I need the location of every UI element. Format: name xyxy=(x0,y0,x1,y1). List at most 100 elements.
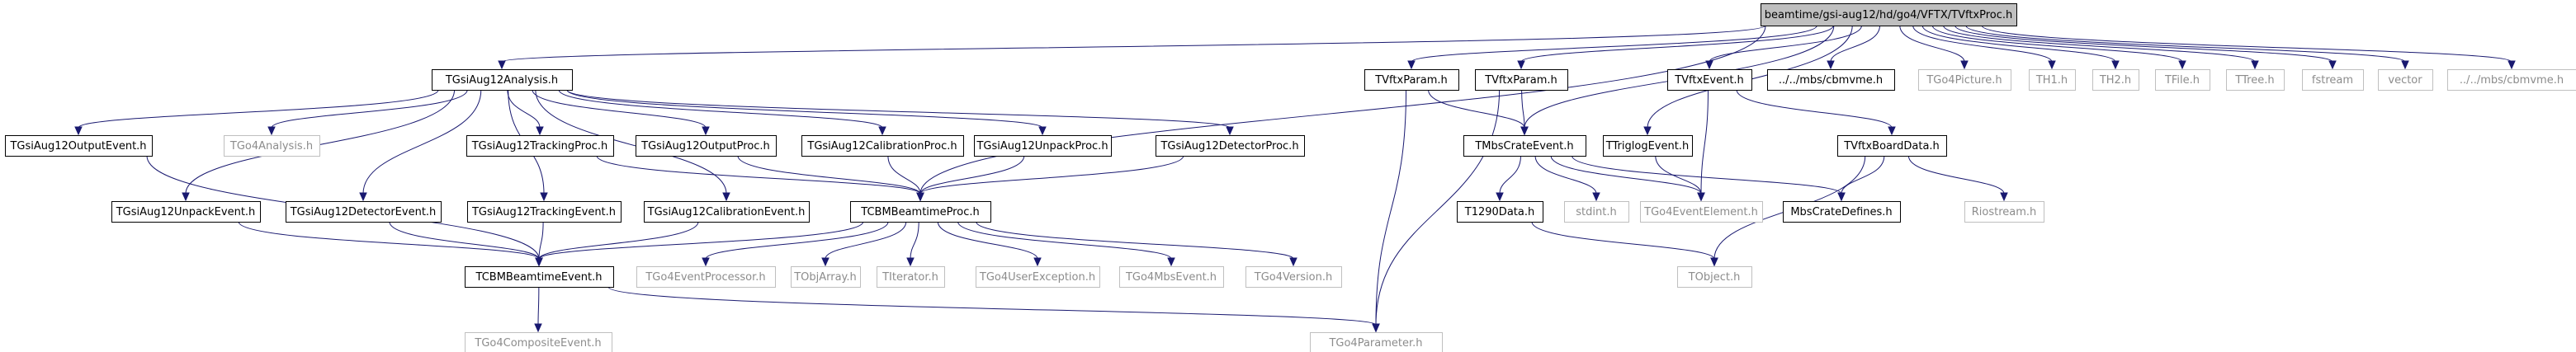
edge-arrowhead xyxy=(2111,60,2120,70)
edge-mbscrate-to-stdint xyxy=(1534,155,1600,202)
edge-root-to-fstream xyxy=(1954,25,2337,70)
edge-root-to-picture xyxy=(1899,25,1969,70)
node-ttriglogevent-h[interactable]: TTriglogEvent.h xyxy=(1603,135,1693,157)
edge-line xyxy=(271,89,468,129)
edge-arrowhead xyxy=(821,257,830,267)
node-titerator-h: TIterator.h xyxy=(877,266,945,288)
node-mbs-cbmvme-h[interactable]: ../../mbs/cbmvme.h xyxy=(1767,69,1895,91)
node-tgsiaug12calibrationevent-h[interactable]: TGsiAug12CalibrationEvent.h xyxy=(644,201,810,223)
node-box xyxy=(465,332,612,352)
edge-arrowhead xyxy=(1960,60,1969,70)
node-tvftxboarddata-h[interactable]: TVftxBoardData.h xyxy=(1837,135,1947,157)
edge-arrowhead xyxy=(1643,126,1652,136)
node-label: T1290Data.h xyxy=(1464,206,1534,218)
edge-arrowhead xyxy=(1038,126,1047,136)
edge-ana-to-go4ana xyxy=(267,89,468,136)
node-label: TGsiAug12DetectorEvent.h xyxy=(290,206,437,218)
node-box xyxy=(1677,266,1752,288)
edge-ana-to-calproc xyxy=(558,89,886,136)
edge-arrowhead xyxy=(2178,60,2186,70)
edge-line xyxy=(705,221,889,260)
node-box xyxy=(791,266,861,288)
edge-line xyxy=(558,89,883,129)
node-t1290data-h[interactable]: T1290Data.h xyxy=(1457,201,1543,223)
node-label: TGsiAug12OutputEvent.h xyxy=(9,140,146,153)
node-tobjarray-h: TObjArray.h xyxy=(791,266,861,288)
node-tvftxparam-h[interactable]: TVftxParam.h xyxy=(1364,69,1459,91)
node-box xyxy=(1761,3,2017,26)
edge-line xyxy=(1411,25,1817,63)
edge-arrowhead xyxy=(1496,192,1504,202)
node-tgsiaug12analysis-h[interactable]: TGsiAug12Analysis.h xyxy=(432,69,573,91)
edge-root-to-th1 xyxy=(1912,25,2056,70)
node-label: Riostream.h xyxy=(1972,206,2037,218)
edge-root-to-bproc xyxy=(916,25,1766,202)
edge-line xyxy=(1709,25,1862,63)
node-tcbmbeamtimeproc-h[interactable]: TCBMBeamtimeProc.h xyxy=(850,201,991,223)
edge-ana-to-outproc xyxy=(532,89,710,136)
node-tgsiaug12detectorevent-h[interactable]: TGsiAug12DetectorEvent.h xyxy=(286,201,442,223)
edge-line xyxy=(1830,25,1880,63)
edge-arrowhead xyxy=(1520,126,1529,136)
node-label: TGsiAug12UnpackEvent.h xyxy=(116,206,256,218)
edge-arrowhead xyxy=(2251,60,2259,70)
node-label: TFile.h xyxy=(2164,74,2200,87)
edge-line xyxy=(1531,221,1715,260)
edge-line xyxy=(1499,155,1521,195)
node-tcbmbeamtimeevent-h[interactable]: TCBMBeamtimeEvent.h xyxy=(465,266,614,288)
edge-detproc-to-bproc xyxy=(916,155,1184,202)
edge-bproc-to-titer xyxy=(906,221,919,267)
node-tgo4eventelement-h: TGo4EventElement.h xyxy=(1640,201,1763,223)
edge-line xyxy=(976,221,1294,260)
edge-arrowhead xyxy=(1710,257,1718,267)
node-tgsiaug12outputevent-h[interactable]: TGsiAug12OutputEvent.h xyxy=(5,135,153,157)
node-stdint-h: stdint.h xyxy=(1564,201,1629,223)
edge-bproc-to-mbsevt xyxy=(957,221,1175,267)
edge-vboard-to-riostream xyxy=(1907,155,2008,202)
node-tgsiaug12calibrationproc-h[interactable]: TGsiAug12CalibrationProc.h xyxy=(801,135,964,157)
node-label: TGsiAug12DetectorProc.h xyxy=(1160,140,1298,153)
node-label: ../../mbs/cbmvme.h xyxy=(2460,74,2564,87)
edge-arrowhead xyxy=(1226,126,1234,136)
edge-line xyxy=(535,89,727,195)
node-tgsiaug12trackingevent-h[interactable]: TGsiAug12TrackingEvent.h xyxy=(467,201,622,223)
node-label: TMbsCrateEvent.h xyxy=(1474,140,1573,153)
edge-calevt-to-bevent xyxy=(535,221,699,267)
edge-arrowhead xyxy=(2507,60,2516,70)
edge-line xyxy=(919,25,1766,195)
node-tgsiaug12trackingproc-h[interactable]: TGsiAug12TrackingProc.h xyxy=(466,135,614,157)
graph-nodes: beamtime/gsi-aug12/hd/go4/VFTX/TVftxProc… xyxy=(5,3,2576,352)
edge-arrowhead xyxy=(182,192,190,202)
node-tgsiaug12outputproc-h[interactable]: TGsiAug12OutputProc.h xyxy=(636,135,777,157)
node-box xyxy=(1640,201,1763,223)
node-box xyxy=(1457,201,1543,223)
node-label: ../../mbs/cbmvme.h xyxy=(1779,74,1883,87)
edge-root-to-vparam1 xyxy=(1407,25,1817,70)
edge-line xyxy=(532,89,707,129)
node-tgo4compositeevent-h: TGo4CompositeEvent.h xyxy=(465,332,612,352)
node-label: TGo4UserException.h xyxy=(979,271,1095,284)
edge-line xyxy=(566,89,1231,129)
edge-arrowhead xyxy=(906,257,915,267)
edge-root-to-vevent xyxy=(1705,25,1862,70)
node-tvftxparam-h[interactable]: TVftxParam.h xyxy=(1475,69,1568,91)
edge-line xyxy=(1907,155,2005,195)
node-label: stdint.h xyxy=(1576,206,1616,218)
node-tgsiaug12detectorproc-h[interactable]: TGsiAug12DetectorProc.h xyxy=(1156,135,1305,157)
edge-line xyxy=(389,221,540,260)
node-tgsiaug12unpackproc-h[interactable]: TGsiAug12UnpackProc.h xyxy=(974,135,1112,157)
edge-line xyxy=(1931,25,2183,63)
node-box xyxy=(2378,69,2433,91)
node-tmbscrateevent-h[interactable]: TMbsCrateEvent.h xyxy=(1463,135,1586,157)
edge-line xyxy=(1572,155,1842,195)
edge-line xyxy=(1912,25,2053,63)
edge-line xyxy=(501,25,1766,63)
edge-line xyxy=(1520,25,1834,63)
node-tvftxevent-h[interactable]: TVftxEvent.h xyxy=(1667,69,1752,91)
edge-line xyxy=(910,221,919,260)
node-mbscratedefines-h[interactable]: MbsCrateDefines.h xyxy=(1783,201,1901,223)
node-beamtime-gsi-aug12-hd-go4-vftx-tvftxproc-h[interactable]: beamtime/gsi-aug12/hd/go4/VFTX/TVftxProc… xyxy=(1761,3,2017,26)
node-box xyxy=(1475,69,1568,91)
node-label: TGo4Version.h xyxy=(1254,271,1332,284)
node-tgsiaug12unpackevent-h[interactable]: TGsiAug12UnpackEvent.h xyxy=(111,201,261,223)
